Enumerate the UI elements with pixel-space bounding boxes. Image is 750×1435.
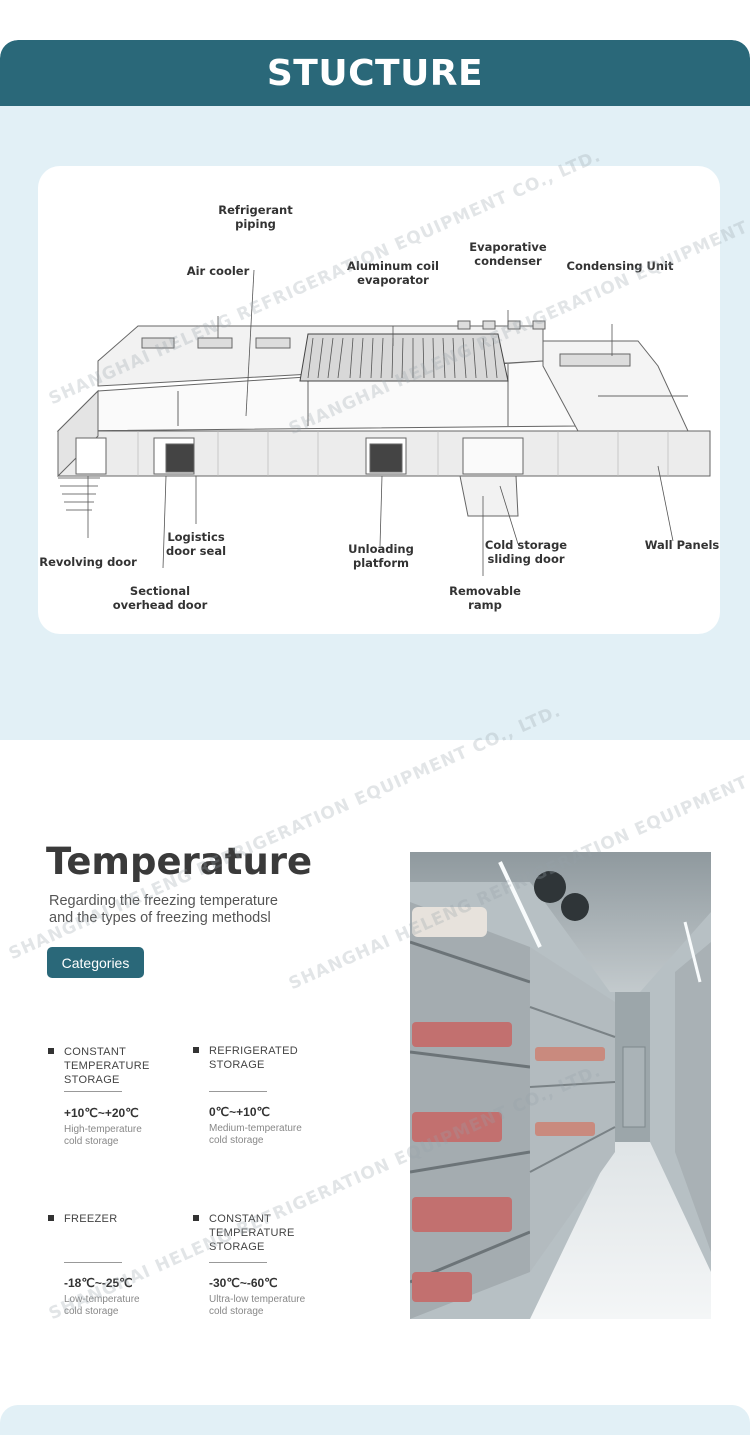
category-item: CONSTANT TEMPERATURE STORAGE +10℃~+20℃ H… <box>48 1045 178 1155</box>
label-wall-panels: Wall Panels <box>644 538 720 552</box>
category-item: REFRIGERATED STORAGE 0℃~+10℃ Medium-temp… <box>193 1044 323 1154</box>
label-cold-storage-sliding-door: Cold storage sliding door <box>484 538 568 566</box>
label-aluminum-coil-evaporator: Aluminum coil evaporator <box>347 259 439 287</box>
bullet-icon <box>48 1048 54 1054</box>
structure-header: STUCTURE <box>0 40 750 106</box>
category-desc: Ultra-low temperature cold storage <box>209 1294 306 1317</box>
category-range: -30℃~-60℃ <box>209 1276 278 1290</box>
divider <box>209 1091 267 1092</box>
category-desc: Low-temperature cold storage <box>64 1294 140 1317</box>
category-desc: High-temperature cold storage <box>64 1124 142 1147</box>
category-desc: Medium-temperature cold storage <box>209 1123 302 1146</box>
label-removable-ramp: Removable ramp <box>449 584 521 612</box>
label-air-cooler: Air cooler <box>186 264 250 278</box>
category-name: CONSTANT TEMPERATURE STORAGE <box>64 1046 150 1086</box>
category-range: +10℃~+20℃ <box>64 1106 139 1120</box>
category-range: -18℃~-25℃ <box>64 1276 133 1290</box>
category-range: 0℃~+10℃ <box>209 1105 270 1119</box>
structure-section: STUCTURE <box>0 40 750 740</box>
structure-diagram: Refrigerant piping Air cooler Aluminum c… <box>38 166 720 634</box>
category-name: CONSTANT TEMPERATURE STORAGE <box>209 1213 295 1253</box>
bullet-icon <box>48 1215 54 1221</box>
temperature-subtitle: Regarding the freezing temperature and t… <box>49 893 278 926</box>
divider <box>64 1091 122 1092</box>
temperature-title: Temperature <box>46 840 313 883</box>
cold-storage-illustration <box>56 269 711 576</box>
next-section-band <box>0 1405 750 1435</box>
divider <box>209 1262 267 1263</box>
label-logistics-door-seal: Logistics door seal <box>165 530 227 558</box>
category-name: FREEZER <box>64 1213 118 1225</box>
label-condensing-unit: Condensing Unit <box>566 259 674 273</box>
label-unloading-platform: Unloading platform <box>348 542 414 570</box>
structure-title: STUCTURE <box>266 52 484 94</box>
label-sectional-overhead-door: Sectional overhead door <box>112 584 208 612</box>
category-item: CONSTANT TEMPERATURE STORAGE -30℃~-60℃ U… <box>193 1212 323 1322</box>
divider <box>64 1262 122 1263</box>
cold-storage-photo <box>410 852 711 1319</box>
category-name: REFRIGERATED STORAGE <box>209 1045 298 1071</box>
category-item: FREEZER -18℃~-25℃ Low-temperature cold s… <box>48 1212 178 1322</box>
bullet-icon <box>193 1047 199 1053</box>
label-revolving-door: Revolving door <box>39 555 137 569</box>
label-refrigerant-piping: Refrigerant piping <box>218 203 293 231</box>
label-evaporative-condenser: Evaporative condenser <box>469 240 547 268</box>
bullet-icon <box>193 1215 199 1221</box>
categories-button[interactable]: Categories <box>47 947 144 978</box>
